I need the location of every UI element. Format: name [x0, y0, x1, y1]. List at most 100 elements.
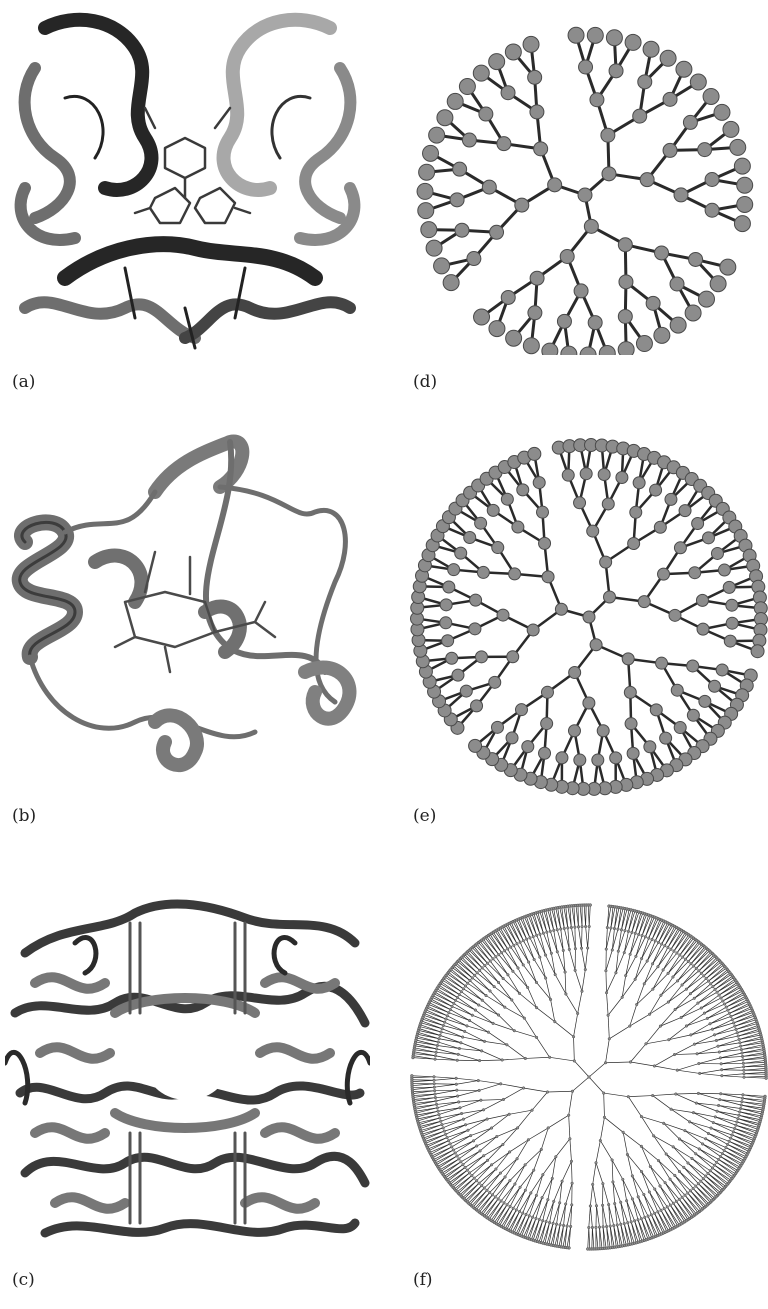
dendrimer-node	[518, 1210, 521, 1213]
dendrimer-node	[545, 1220, 548, 1223]
dendrimer-node	[626, 1221, 629, 1224]
dendrimer-node	[730, 139, 746, 155]
dendrimer-node	[572, 1035, 575, 1038]
dendrimer-bond	[675, 1044, 695, 1054]
dendrimer-bond	[452, 1006, 472, 1015]
dendrimer-bond	[664, 1123, 685, 1130]
dendrimer-bond	[472, 1160, 488, 1175]
dendrimer-node	[439, 1034, 442, 1037]
dendrimer-node	[491, 721, 503, 733]
dendrimer-node	[681, 984, 684, 987]
dendrimer-node	[429, 127, 445, 143]
dendrimer-node	[735, 1124, 738, 1127]
dendrimer-node	[552, 929, 555, 932]
dendrimer-node	[711, 547, 723, 559]
dendrimer-node	[533, 958, 536, 961]
dendrimer-node	[736, 1031, 739, 1034]
dendrimer-node	[440, 599, 452, 611]
dendrimer-node	[672, 1202, 675, 1205]
dendrimer-bond	[675, 1175, 691, 1190]
dendrimer-node	[568, 725, 580, 737]
dendrimer-node	[652, 1135, 655, 1138]
dendrimer-node	[650, 1213, 653, 1216]
dendrimer-bond	[589, 905, 590, 926]
dendrimer-node	[657, 965, 660, 968]
dendrimer-node	[418, 203, 434, 219]
dendrimer-node	[536, 506, 548, 518]
dendrimer-node	[655, 246, 669, 260]
dendrimer-node	[449, 1008, 452, 1011]
dendrimer-bond	[484, 1099, 504, 1109]
dendrimer-node	[701, 1143, 704, 1146]
dendrimer-node	[621, 996, 624, 999]
dendrimer-node	[480, 1184, 483, 1187]
dendrimer-node	[584, 925, 587, 928]
dendrimer-node	[564, 971, 567, 974]
dendrimer-bond	[607, 993, 609, 1016]
dendrimer-node	[595, 1204, 598, 1207]
dendrimer-node	[667, 1001, 670, 1004]
dendrimer-node	[456, 996, 459, 999]
dendrimer-node	[455, 223, 469, 237]
dendrimer-node	[454, 1152, 457, 1155]
dendrimer-node	[628, 537, 640, 549]
dendrimer-node	[653, 1188, 656, 1191]
dendrimer-node	[607, 1203, 610, 1206]
dendrimer-node	[525, 938, 528, 941]
dendrimer-bond	[706, 1139, 726, 1148]
dendrimer-node	[473, 974, 476, 977]
dendrimer-node	[426, 240, 442, 256]
dendrimer-node	[663, 1207, 666, 1210]
dendrimer-node	[721, 1074, 724, 1077]
dendrimer-node	[689, 1189, 692, 1192]
dendrimer-node	[674, 722, 686, 734]
dendrimer-bond	[550, 1057, 575, 1061]
dendrimer-bond	[463, 1037, 485, 1041]
dendrimer-bond	[485, 1041, 507, 1044]
dendrimer-bond	[590, 1206, 592, 1227]
dendrimer-node	[473, 1177, 476, 1180]
dendrimer-bond	[631, 1062, 655, 1066]
dendrimer-node	[517, 967, 520, 970]
dendrimer-node	[601, 128, 615, 142]
dendrimer-node	[433, 1075, 436, 1078]
dendrimer-node	[673, 1053, 676, 1056]
dendrimer-node	[574, 947, 577, 950]
dendrimer-bond	[653, 944, 662, 964]
dendrimer-bond	[517, 1140, 528, 1159]
dendrimer-node	[602, 1226, 605, 1229]
dendrimer-bond	[525, 1057, 549, 1058]
dendrimer-bond	[637, 984, 645, 1005]
dendrimer-node	[587, 525, 599, 537]
dendrimer-bond	[744, 1077, 766, 1078]
dendrimer-node	[732, 1130, 735, 1133]
dendrimer-bond	[675, 1054, 698, 1055]
dendrimer-bond	[699, 1149, 716, 1162]
dendrimer-bond	[623, 1132, 627, 1154]
dendrimer-node	[687, 709, 699, 721]
dendrimer-node	[715, 1039, 718, 1042]
dendrimer-bond	[717, 1111, 739, 1115]
dendrimer-node	[715, 1161, 718, 1164]
dendrimer-node	[738, 1038, 741, 1041]
dendrimer-node	[489, 990, 492, 993]
dendrimer-node	[719, 1098, 722, 1101]
dendrimer-node	[689, 992, 692, 995]
dendrimer-bond	[520, 1170, 534, 1187]
dendrimer-node	[455, 1083, 458, 1086]
dendrimer-bond	[554, 930, 558, 951]
dendrimer-node	[741, 1052, 744, 1055]
dendrimer-bond	[509, 1110, 532, 1114]
dendrimer-node	[535, 1194, 538, 1197]
dendrimer-bond	[642, 938, 649, 958]
dendrimer-bond	[700, 1073, 722, 1075]
dendrimer-node	[653, 1212, 656, 1215]
dendrimer-node	[697, 1092, 700, 1095]
dendrimer-bond	[438, 1042, 459, 1048]
dendrimer-node	[509, 946, 512, 949]
dendrimer-node	[542, 343, 558, 355]
dendrimer-node	[640, 173, 654, 187]
dendrimer-node	[713, 1034, 716, 1037]
dendrimer-node	[624, 974, 627, 977]
dendrimer-bond	[461, 992, 478, 1005]
